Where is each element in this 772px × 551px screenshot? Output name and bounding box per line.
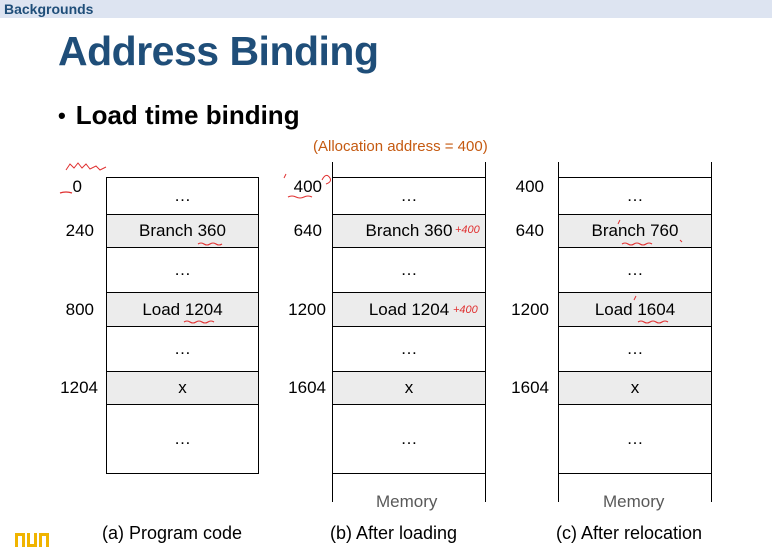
memory-cell: … <box>106 247 259 293</box>
memory-cell-branch: Branch 360 <box>106 214 259 248</box>
address-label: 1200 <box>511 300 549 319</box>
bullet-dot-icon: • <box>58 102 66 128</box>
memory-cell-load: Load 1204 <box>106 292 259 327</box>
memory-label: Memory <box>603 492 665 511</box>
memory-cell: … <box>558 326 712 372</box>
address-label: 1604 <box>288 378 326 397</box>
memory-cell: … <box>558 404 712 474</box>
address-label: 1604 <box>511 378 549 397</box>
allocation-note: (Allocation address = 400) <box>313 138 488 155</box>
memory-cell: … <box>558 177 712 215</box>
address-label: 1204 <box>60 378 98 397</box>
address-label: 240 <box>65 221 94 240</box>
section-label: Backgrounds <box>4 1 94 17</box>
caption-after-loading: (b) After loading <box>330 523 458 543</box>
bullet-item: • Load time binding <box>58 100 300 131</box>
memory-cell-branch: Branch 760 <box>558 214 712 248</box>
memory-cell: … <box>332 326 486 372</box>
address-label: 400 <box>293 177 322 196</box>
slide-title: Address Binding <box>58 28 379 74</box>
annotation-plus-400: +400 <box>453 304 478 316</box>
logo-icon <box>15 533 49 547</box>
memory-cell: … <box>106 177 259 215</box>
address-label: 1200 <box>288 300 326 319</box>
bullet-text: Load time binding <box>75 100 300 130</box>
caption-after-relocation: (c) After relocation <box>556 523 703 543</box>
memory-cell: … <box>332 404 486 474</box>
annotation-plus-400: +400 <box>455 224 480 236</box>
memory-cell: … <box>332 247 486 293</box>
address-label: 800 <box>65 300 94 319</box>
header-bar <box>0 0 772 18</box>
caption-program-code: (a) Program code <box>102 523 243 543</box>
address-label: 0 <box>72 177 82 196</box>
address-label: 400 <box>515 177 544 196</box>
memory-cell-branch: Branch 360 <box>332 214 486 248</box>
memory-cell: … <box>558 247 712 293</box>
memory-cell: … <box>106 404 259 474</box>
address-label: 640 <box>293 221 322 240</box>
address-label: 640 <box>515 221 544 240</box>
memory-label: Memory <box>376 492 438 511</box>
